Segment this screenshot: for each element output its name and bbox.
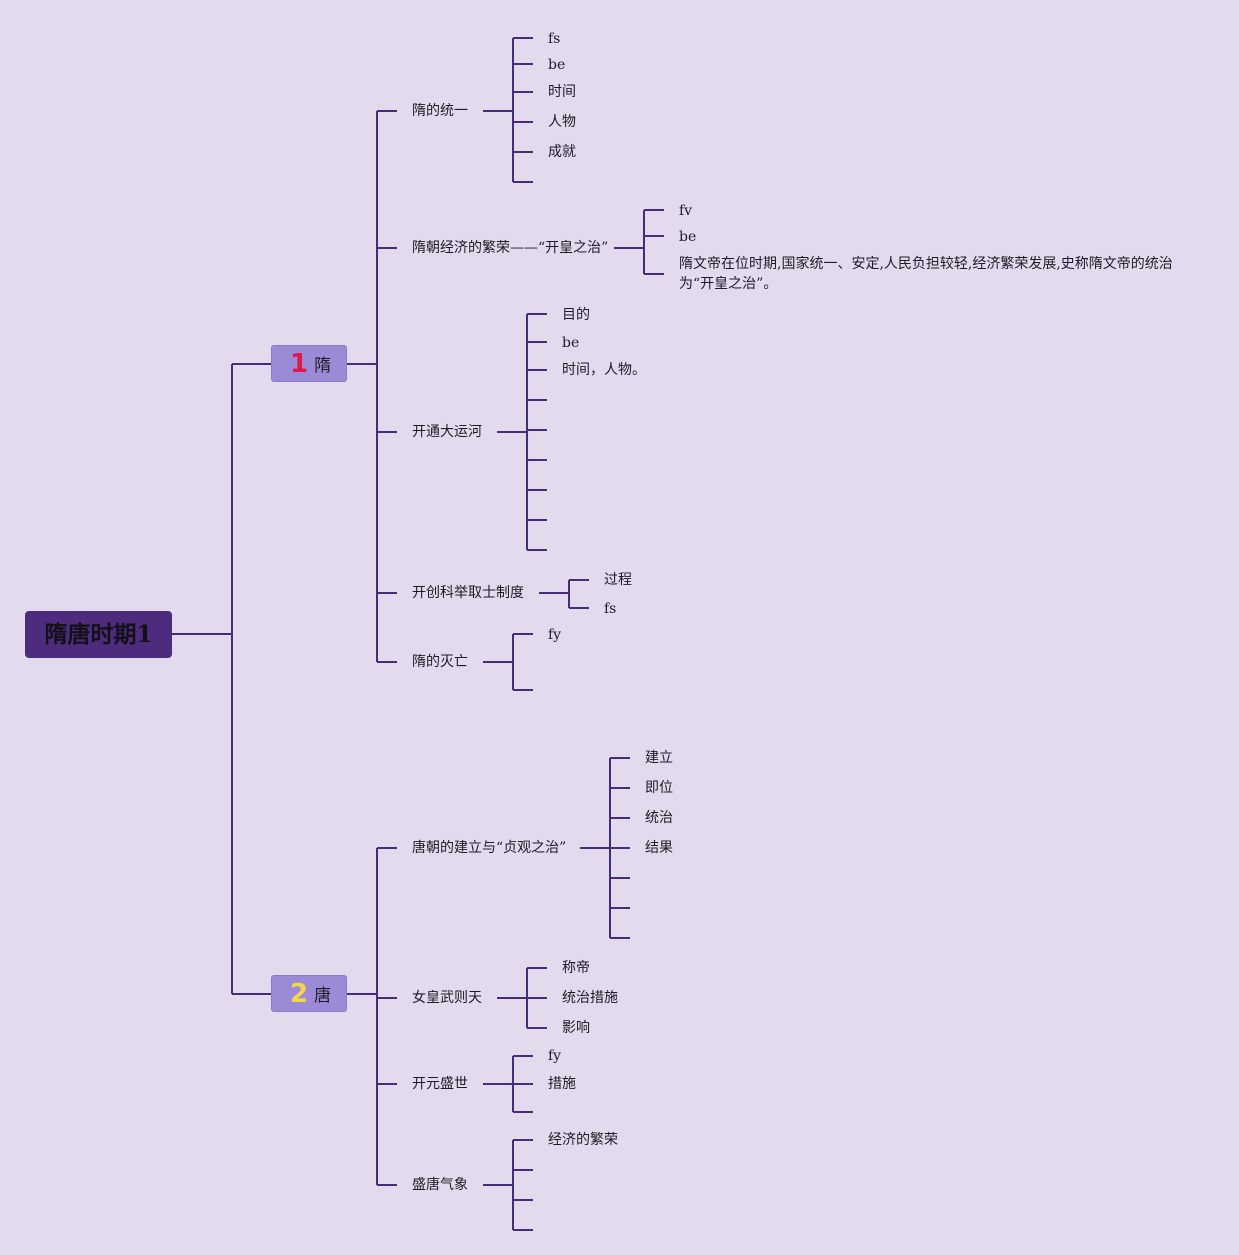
topic-label[interactable]: 开元盛世	[412, 1076, 468, 1092]
leaf-label[interactable]: fs	[548, 31, 561, 47]
leaf-label[interactable]: 经济的繁荣	[548, 1132, 618, 1148]
topic-label[interactable]: 开通大运河	[412, 424, 482, 440]
topic-label[interactable]: 唐朝的建立与“贞观之治”	[412, 840, 567, 856]
leaf-label[interactable]: be	[548, 57, 566, 73]
leaf-label[interactable]: fy	[548, 1048, 562, 1064]
leaf-label[interactable]: 统治	[645, 810, 673, 826]
leaf-label[interactable]: 成就	[548, 144, 576, 160]
leaf-label[interactable]: 时间	[548, 84, 576, 100]
leaf-label[interactable]: 过程	[604, 572, 632, 588]
leaf-label[interactable]: 隋文帝在位时期,国家统一、安定,人民负担较轻,经济繁荣发展,史称隋文帝的统治为“…	[679, 256, 1173, 292]
topic-label[interactable]: 隋的统一	[412, 103, 468, 119]
leaf-label[interactable]: fv	[679, 203, 693, 219]
leaf-label[interactable]: 措施	[548, 1076, 576, 1092]
leaf-label[interactable]: 影响	[562, 1020, 590, 1036]
leaf-label[interactable]: fy	[548, 627, 562, 643]
topic-label[interactable]: 开创科举取士制度	[412, 585, 524, 601]
category-node-sui[interactable]: 1 隋	[271, 345, 347, 382]
leaf-label[interactable]: 目的	[562, 307, 590, 323]
number-badge-2: 2	[290, 978, 309, 1009]
number-badge-1: 1	[290, 348, 309, 379]
category-node-tang[interactable]: 2 唐	[271, 975, 347, 1012]
root-label: 隋唐时期1	[44, 621, 153, 648]
leaf-label[interactable]: 即位	[645, 780, 673, 796]
leaf-label[interactable]: 结果	[645, 840, 673, 856]
leaf-label[interactable]: 时间，人物。	[562, 362, 646, 378]
root-node[interactable]: 隋唐时期1	[25, 611, 172, 658]
topic-label[interactable]: 盛唐气象	[412, 1177, 468, 1193]
topic-label[interactable]: 隋的灭亡	[412, 654, 468, 670]
leaf-label[interactable]: 建立	[645, 750, 673, 766]
topic-label[interactable]: 女皇武则天	[412, 990, 482, 1006]
leaf-label[interactable]: be	[679, 229, 697, 245]
leaf-label[interactable]: be	[562, 335, 580, 351]
topic-label[interactable]: 隋朝经济的繁荣——“开皇之治”	[412, 240, 609, 256]
leaf-label[interactable]: 人物	[548, 114, 576, 130]
leaf-label[interactable]: fs	[604, 601, 617, 617]
category-label: 唐	[314, 986, 332, 1006]
leaf-label[interactable]: 称帝	[562, 960, 590, 976]
category-label: 隋	[314, 356, 332, 376]
leaf-label[interactable]: 统治措施	[562, 990, 618, 1006]
